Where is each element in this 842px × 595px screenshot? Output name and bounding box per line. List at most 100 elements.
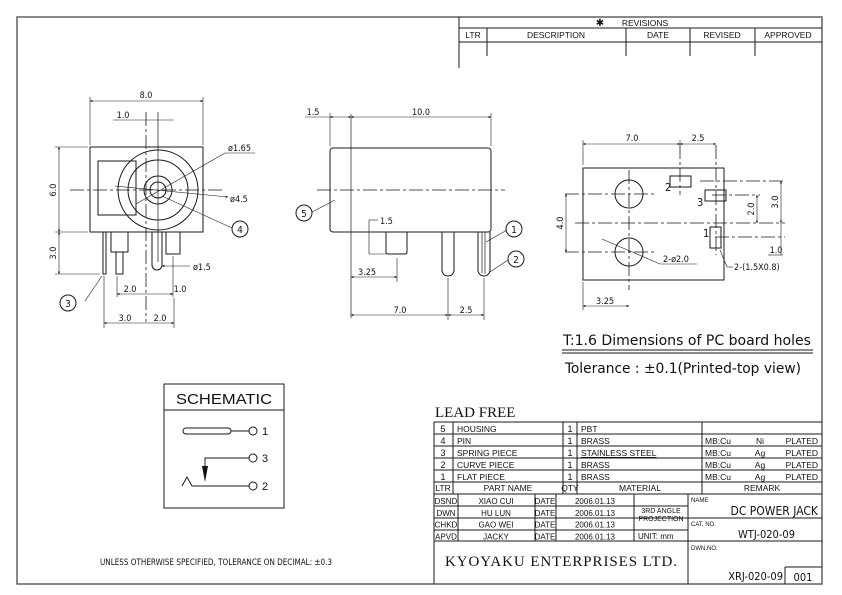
svg-text:1: 1 [511,225,517,236]
svg-text:5: 5 [301,209,307,220]
pcb-dim-right-b: 3.0 [771,196,781,209]
bom-ltr: 1 [440,472,445,482]
signoff-role: CHKD [435,521,458,530]
bom-remark-base: MB:Cu [705,472,731,482]
revisions-header-date: DATE [647,30,669,40]
lead-free-label: LEAD FREE [435,405,515,421]
signoff-name: JACKY [483,532,509,541]
company-name: KYOYAKU ENTERPRISES LTD. [445,554,677,570]
bom-ltr: 5 [440,424,445,434]
signoff-date: 2006.01.13 [575,509,616,518]
dim-outer-dia: ø4.5 [230,195,248,205]
signoff-name: HU LUN [481,509,511,518]
dim-bottom-b: 2.0 [154,314,167,324]
front-cavity [97,160,137,216]
bom-part-name: CURVE PIECE [457,460,515,470]
pcb-pin-label-1: 1 [703,227,709,240]
revisions-header-ltr: LTR [465,30,480,40]
pcb-outline [582,167,725,281]
signoff-date: 2006.01.13 [575,497,616,506]
dwn-no: XRJ-020-09 [728,570,783,583]
bom-remark-plating: Ag [755,472,766,482]
bom-remark-base: MB:Cu [705,448,731,458]
bom-part-name: SPRING PIECE [457,448,518,458]
pcb-dim-right-a: 2.0 [747,203,757,216]
projection-line-2: PROJECTION [638,516,683,523]
callout-5 [295,204,313,222]
dim-height: 6.0 [49,184,59,197]
bom-qty: 1 [567,448,572,458]
bom-material: STAINLESS STEEL [581,448,657,458]
signoff-role: DWN [436,509,455,518]
dim-center-dia: ø1.65 [228,144,251,154]
cat-no: WTJ-020-09 [738,528,795,541]
svg-text:2: 2 [513,255,519,266]
bom-header-material: MATERIAL [619,483,661,493]
dim-pin-gap-a: 2.0 [124,285,137,295]
bom-remark-status: PLATED [786,436,818,446]
pcb-pin-label-2: 2 [665,181,671,194]
title-block [434,494,822,584]
revisions-header-approved: APPROVED [764,30,811,40]
pcb-dim-right-c: 1.0 [770,246,783,256]
bom-header-qty: QTY [561,483,579,493]
bom-header-part: PART NAME [484,483,533,493]
bom-header-row: LTR PART NAME QTY MATERIAL REMARK [435,483,780,493]
pcb-dim-bottom: 3.25 [596,297,614,307]
dim-offset: 1.0 [117,111,130,121]
callout-4 [231,220,249,238]
callout-3 [59,294,77,312]
bom-ltr: 2 [440,460,445,470]
pcb-hole-note: 2-ø2.0 [663,255,689,265]
bom-remark-plating: Ag [755,460,766,470]
signoff-date: 2006.01.13 [575,521,616,530]
bom-header-remark: REMARK [744,483,781,493]
bom-remark-status: PLATED [786,472,818,482]
signoff-date: 2006.01.13 [575,532,616,541]
unit-label: UNIT: mm [638,532,674,541]
sheet-border [16,16,823,585]
dim-front: 1.5 [307,108,320,118]
front-view: 8.0 1.0 6.0 3.0 ø1.65 ø4.5 4 ø1.5 2.0 1.… [49,91,255,328]
cat-no-label: CAT. NO. [691,522,716,528]
bom-material: BRASS [581,460,610,470]
bom-remark-base: MB:Cu [705,436,731,446]
pcb-slot-note: 2-(1.5X0.8) [734,263,780,273]
bom-ltr: 4 [440,436,445,446]
signoff-role: APVD [435,532,457,541]
dim-bottom-a: 3.0 [119,314,132,324]
svg-text:3: 3 [65,299,71,310]
signoff-date-label: DATE [535,497,556,506]
dim-pin-dia: ø1.5 [193,263,211,273]
bom-qty: 1 [567,460,572,470]
pcb-view: 2 3 1 7.0 2.5 4.0 2.0 3.0 1.0 2-ø2.0 2-(… [556,134,813,377]
pcb-dim-height: 4.0 [556,217,566,230]
pcb-dim-top-a: 7.0 [626,134,639,144]
bom-material: PBT [581,424,598,434]
signoff-name: GAO WEI [478,521,513,530]
bom-qty: 1 [567,436,572,446]
bom-qty: 1 [567,472,572,482]
bom-part-name: FLAT PIECE [457,472,505,482]
dim-to-first-pin: 3.25 [358,268,376,278]
pcb-pin-label-3: 3 [697,196,703,209]
revisions-header-revised: REVISED [703,30,740,40]
front-body [89,146,204,233]
bom-remark-status: PLATED [786,460,818,470]
pcb-slot-2 [669,175,692,188]
pcb-note-title: T:1.6 Dimensions of PC board holes [562,333,811,349]
bom-part-name: PIN [457,436,471,446]
bom-ltr: 3 [440,448,445,458]
signoff-role: DSND [435,497,458,506]
schematic-pin-1: 1 [262,426,268,438]
